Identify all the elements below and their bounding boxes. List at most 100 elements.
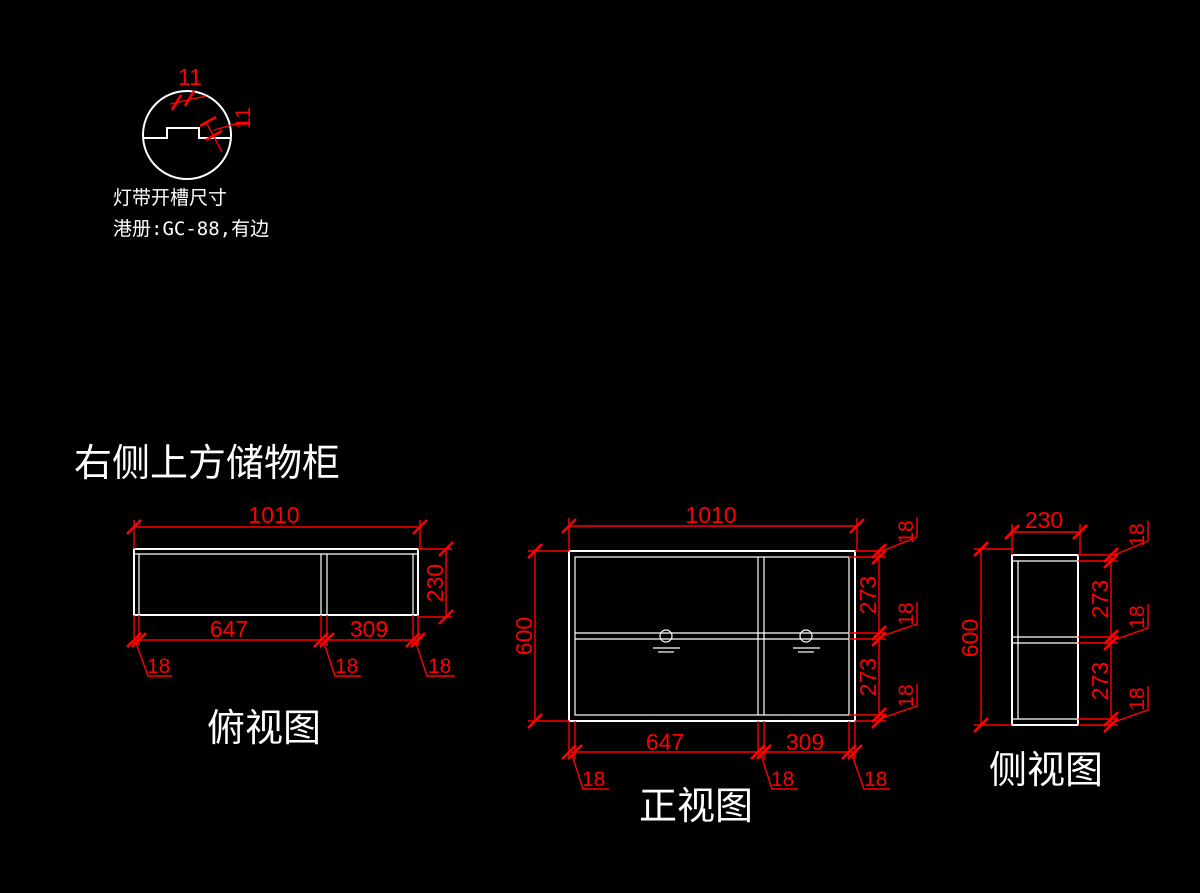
front-view-left-width-label: 647 <box>646 729 684 755</box>
top-view-depth-label: 230 <box>422 564 448 602</box>
groove-depth-label: 11 <box>232 107 255 129</box>
top-view-bottom-tick-5 <box>405 632 421 648</box>
top-view-outline <box>133 548 419 616</box>
side-view-label: 侧视图 <box>989 748 1103 792</box>
front-view-right-tick-4 <box>871 631 887 647</box>
lamp-right-icon <box>799 629 813 643</box>
top-view-bottom-tick-6 <box>410 632 426 648</box>
front-view-right-tick-6 <box>871 713 887 729</box>
front-view-mid-board-label: 18 <box>895 602 918 625</box>
side-view-lower-space-label: 273 <box>1087 662 1113 700</box>
side-view-leader-mid <box>1113 604 1149 641</box>
top-view-left-width-label: 647 <box>210 616 248 642</box>
front-view-height-tick-bottom <box>527 713 543 729</box>
front-view-right-tick-5 <box>871 707 887 723</box>
front-view-bottom-tick-5 <box>841 744 857 760</box>
front-view-height-tick-top <box>527 543 543 559</box>
top-view-depth-tick-top <box>438 541 454 557</box>
front-view-leader-18-mid <box>760 754 798 790</box>
front-view: 1010 600 273 273 18 18 18 <box>511 502 918 791</box>
front-view-label: 正视图 <box>639 784 753 828</box>
front-view-leader-18-right <box>851 754 890 790</box>
front-view-bottom-tick-3 <box>750 744 766 760</box>
side-view-outline <box>1011 554 1079 726</box>
groove-depth-leader <box>213 123 250 131</box>
groove-width-tick-left <box>170 94 183 111</box>
top-view-width-tick-right <box>412 519 428 535</box>
groove-detail: 11 11 <box>142 64 255 180</box>
front-view-bottom-tick-4 <box>756 744 772 760</box>
side-view-upper-space-label: 273 <box>1087 580 1113 618</box>
front-view-outline <box>568 550 856 722</box>
side-view-depth-tick-left <box>1004 524 1020 540</box>
front-view-bottom-tick-6 <box>847 744 863 760</box>
top-view-depth-tick-bottom <box>438 609 454 625</box>
groove-depth-tick-bottom <box>205 129 223 142</box>
groove-depth-dim-line <box>205 121 223 153</box>
top-view-width-tick-left <box>126 519 142 535</box>
side-view-height-label: 600 <box>957 619 983 657</box>
side-view: 230 600 273 273 18 18 18 <box>957 507 1149 733</box>
side-view-right-tick-5 <box>1103 711 1119 727</box>
side-view-top-board-label: 18 <box>1126 523 1149 546</box>
top-view-right-width-label: 309 <box>350 616 388 642</box>
side-view-leader-top <box>1113 521 1149 556</box>
top-view-label: 俯视图 <box>207 706 321 750</box>
front-view-width-tick-left <box>561 518 577 534</box>
top-view-board-right-label: 18 <box>428 655 451 678</box>
detail-note-spec: 港册:GC-88,有边 <box>113 218 269 240</box>
front-view-bottom-tick-2 <box>567 744 583 760</box>
side-view-leader-bottom <box>1113 686 1149 723</box>
groove-width-label: 11 <box>178 64 202 90</box>
side-view-right-tick-2 <box>1103 553 1119 569</box>
side-view-depth-tick-right <box>1072 524 1088 540</box>
top-view-board-mid-label: 18 <box>335 655 358 678</box>
top-view-leader-18-left <box>135 642 172 677</box>
front-view-height-label: 600 <box>511 617 537 655</box>
side-view-right-tick-1 <box>1103 547 1119 563</box>
side-view-right-tick-6 <box>1103 717 1119 733</box>
top-view-bottom-tick-2 <box>131 632 147 648</box>
side-view-depth-label: 230 <box>1025 507 1063 533</box>
side-view-right-tick-4 <box>1103 635 1119 651</box>
front-view-leader-bottom <box>881 684 918 719</box>
front-view-lower-space-label: 273 <box>855 658 881 696</box>
front-view-right-tick-1 <box>871 543 887 559</box>
side-view-height-tick-bottom <box>973 717 989 733</box>
side-view-right-tick-3 <box>1103 629 1119 645</box>
front-view-top-board-label: 18 <box>895 520 918 543</box>
side-view-mid-board-label: 18 <box>1126 605 1149 628</box>
front-view-width-tick-right <box>849 518 865 534</box>
front-view-board-right-label: 18 <box>864 768 887 791</box>
drawing-title: 右侧上方储物柜 <box>74 441 340 485</box>
detail-note-title: 灯带开槽尺寸 <box>113 187 227 209</box>
side-view-height-tick-top <box>973 541 989 557</box>
front-view-right-tick-3 <box>871 625 887 641</box>
top-view-board-left-label: 18 <box>147 655 170 678</box>
top-view-bottom-tick-1 <box>126 632 142 648</box>
front-view-leader-top <box>881 517 918 552</box>
groove-depth-tick-top <box>199 115 217 128</box>
front-view-right-tick-2 <box>871 549 887 565</box>
top-view: 1010 230 647 309 18 18 18 <box>126 502 455 678</box>
front-view-lamp-left <box>653 629 680 653</box>
front-view-board-mid-label: 18 <box>771 768 794 791</box>
top-view-leader-18-mid <box>323 642 361 677</box>
groove-profile <box>144 127 230 139</box>
groove-width-tick-right <box>183 90 196 107</box>
front-view-board-left-label: 18 <box>582 768 605 791</box>
lamp-left-icon <box>659 629 673 643</box>
top-view-leader-18-right <box>415 642 455 677</box>
top-view-bottom-tick-3 <box>313 632 329 648</box>
front-view-lamp-right <box>793 629 820 653</box>
front-view-width-label: 1010 <box>685 502 736 528</box>
front-view-inner-outline <box>574 556 850 716</box>
front-view-right-width-label: 309 <box>786 729 824 755</box>
top-view-bottom-tick-4 <box>319 632 335 648</box>
front-view-bottom-tick-1 <box>561 744 577 760</box>
front-view-upper-space-label: 273 <box>855 576 881 614</box>
front-view-leader-18-left <box>571 754 609 790</box>
front-view-bottom-board-label: 18 <box>895 684 918 707</box>
front-view-leader-mid <box>881 602 918 637</box>
